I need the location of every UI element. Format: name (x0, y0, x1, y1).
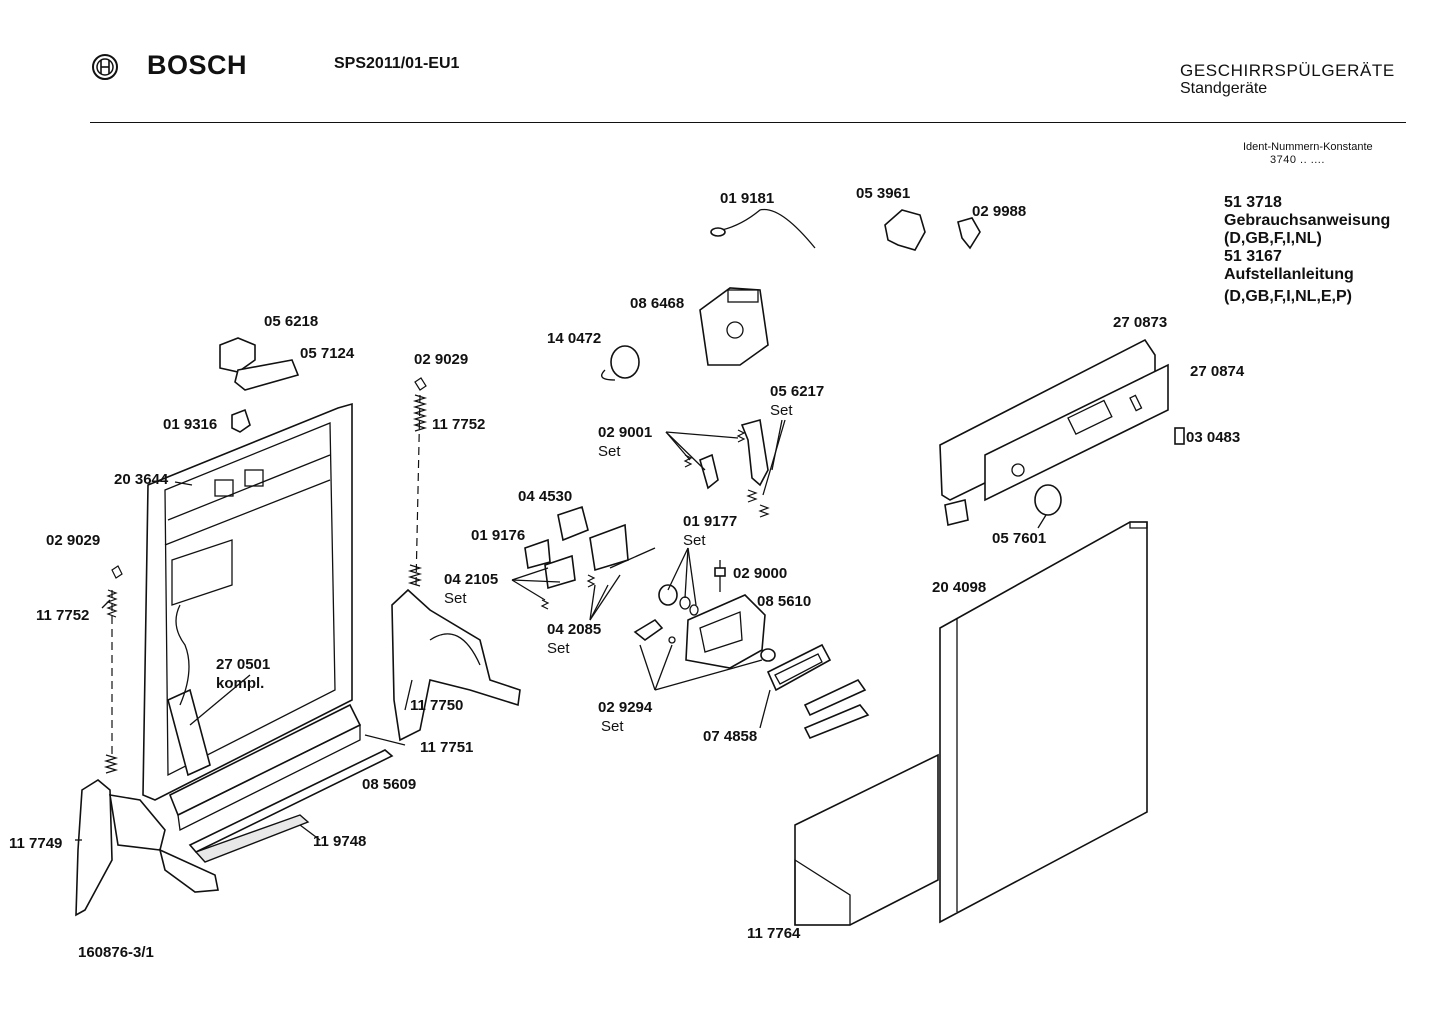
part-label: 14 0472 (547, 330, 602, 347)
part-label: 05 7124 (300, 345, 355, 362)
product-category: GESCHIRRSPÜLGERÄTE (1180, 61, 1395, 80)
part-label-note: Set (547, 640, 570, 657)
part-label: 11 7752 (432, 416, 486, 433)
detergent-dispenser (685, 594, 766, 669)
small-lever (957, 217, 981, 250)
part-label: 11 9748 (313, 833, 367, 850)
part-label: 27 0501 (216, 656, 271, 673)
part-label: 05 7601 (992, 530, 1047, 547)
part-label: 02 9988 (972, 203, 1027, 220)
part-label: 08 5610 (757, 593, 812, 610)
ident-title: Ident-Nummern-Konstante (1243, 141, 1373, 153)
cover-strip (168, 703, 362, 831)
part-label: 20 3644 (114, 471, 169, 488)
bosch-logo-icon (90, 52, 120, 82)
spring-left (103, 565, 123, 774)
control-panel (939, 338, 1169, 526)
part-label: 03 0483 (1186, 429, 1241, 446)
part-label: 01 9177 (683, 513, 738, 530)
part-label: 02 9294 (598, 699, 653, 716)
drawing-number: 160876-3/1 (78, 944, 154, 961)
plinth-panel (794, 753, 939, 926)
part-label: 08 5609 (362, 776, 417, 793)
bracket-056217 (740, 418, 786, 518)
part-label: 02 9029 (414, 351, 469, 368)
leader-lines (75, 481, 413, 841)
spring-set-029001 (665, 429, 746, 490)
part-label-note: Set (770, 402, 793, 419)
part-label: 05 3961 (856, 185, 911, 202)
part-label: 05 6218 (264, 313, 319, 330)
valve-set-019177 (658, 547, 699, 616)
part-label-note: kompl. (216, 675, 265, 692)
header-divider (90, 122, 1406, 123)
door-seal-bottom (188, 749, 394, 863)
door-latch-lever (884, 209, 926, 251)
doc-number-2: 51 3167 (1224, 248, 1282, 265)
part-label: 11 7751 (420, 739, 474, 756)
part-label-note: Set (444, 590, 467, 607)
spring-right (407, 377, 428, 587)
part-label: 20 4098 (932, 579, 987, 596)
part-label: 07 4858 (703, 728, 758, 745)
part-label: 08 6468 (630, 295, 685, 312)
timer-switch (699, 287, 769, 366)
part-label: 01 9181 (720, 190, 775, 207)
cable-harness (167, 604, 211, 777)
knob-140472 (601, 345, 640, 381)
clip-030483 (1174, 427, 1185, 445)
part-label: 04 2105 (444, 571, 499, 588)
doc-number-1: 51 3718 (1224, 194, 1282, 211)
seal-frame-074858 (759, 643, 870, 740)
part-label: 04 2085 (547, 621, 602, 638)
part-label: 02 9029 (46, 532, 101, 549)
part-label: 04 4530 (518, 488, 573, 505)
part-label-note: Set (601, 718, 624, 735)
model-number: SPS2011/01-EU1 (334, 55, 460, 72)
hinge-left (75, 779, 219, 917)
doc-title-1: Gebrauchsanweisung (1224, 212, 1391, 229)
doc-languages-2: (D,GB,F,I,NL,E,P) (1224, 288, 1352, 305)
part-label: 11 7749 (9, 835, 63, 852)
part-label: 01 9176 (471, 527, 526, 544)
part-label: 05 6217 (770, 383, 825, 400)
ident-value: 3740 .. .... (1270, 154, 1325, 166)
temp-sensor (710, 208, 816, 249)
part-label: 11 7750 (410, 697, 464, 714)
seal-group (511, 505, 656, 621)
doc-title-2: Aufstellanleitung (1224, 266, 1354, 283)
part-label: 11 7752 (36, 607, 90, 624)
pin-029000 (714, 560, 726, 592)
brand-name: BOSCH (147, 50, 248, 80)
knob-057601 (1034, 484, 1062, 529)
hinge-right (391, 588, 521, 742)
part-label-note: Set (598, 443, 621, 460)
part-label-note: Set (683, 532, 706, 549)
part-label: 02 9001 (598, 424, 653, 441)
part-label: 27 0874 (1190, 363, 1245, 380)
product-subcategory: Standgeräte (1180, 80, 1268, 97)
inner-door-panel (142, 402, 353, 801)
part-label: 27 0873 (1113, 314, 1168, 331)
lever-set-029294 (633, 618, 776, 691)
part-label: 01 9316 (163, 416, 218, 433)
outer-door (939, 521, 1148, 924)
latch-assembly (219, 337, 300, 433)
doc-languages-1: (D,GB,F,I,NL) (1224, 230, 1322, 247)
part-label: 02 9000 (733, 565, 788, 582)
part-label: 11 7764 (747, 925, 801, 942)
